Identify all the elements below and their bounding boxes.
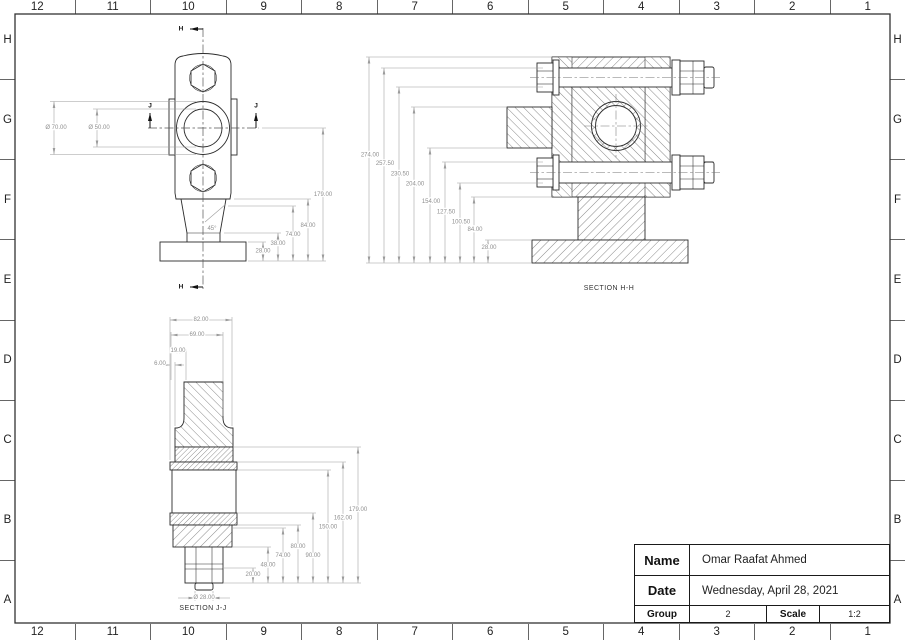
grid-label: G [0,79,15,159]
grid-label: F [890,159,905,239]
dimension-label: 28.00 [481,245,497,251]
dimension-label: Ø 28.00 [193,595,215,601]
grid-label: 2 [754,624,830,640]
dimension-label: 38.00 [270,241,286,247]
section-h-marker: H [179,284,184,291]
grid-label: 1 [829,624,905,640]
grid-label: D [0,319,15,400]
title-name-value: Omar Raafat Ahmed [689,545,889,575]
grid-label: 9 [225,0,302,14]
grid-label: G [890,79,905,159]
dimension-label: 45° [207,226,217,232]
dimension-label: 80.00 [290,544,306,550]
grid-label: C [890,399,905,480]
grid-label: 2 [754,0,830,14]
dimension-label: 6.00 [154,361,166,367]
title-date-value: Wednesday, April 28, 2021 [689,576,889,605]
dimension-label: 84.00 [300,223,316,229]
dimension-label: 230.50 [391,172,410,178]
dimension-label: 179.00 [349,507,368,513]
dimension-label: 150.00 [319,525,338,531]
section-hh-view: 274.00 257.50 230.50 204.00 154.00 127.5… [360,56,720,292]
title-date-label: Date [647,583,677,598]
grid-label: C [0,399,15,480]
title-block: Name Omar Raafat Ahmed Date Wednesday, A… [634,544,890,623]
dimension-label: 48.00 [260,563,276,569]
grid-label: 12 [30,626,44,638]
grid-label: 9 [225,624,302,640]
dimension-label: 19.00 [170,348,186,354]
grid-label: 11 [74,624,151,640]
dimension-label: Ø 70.00 [45,125,67,131]
title-scale-value: 1:2 [819,606,889,622]
grid-label: E [890,239,905,319]
dimension-label: 28.00 [255,249,271,255]
title-group-value: 2 [689,606,766,622]
dimension-label: 84.00 [467,227,483,233]
grid-label: 11 [74,0,151,14]
grid-label: B [890,479,905,560]
section-h-marker: H [179,26,184,33]
dimension-label: 154.00 [422,199,441,205]
grid-label: E [0,239,15,319]
dimension-label: 74.00 [285,232,301,238]
grid-label: 7 [376,624,453,640]
title-name-label: Name [644,552,680,568]
front-view: H H J J Ø 70.00 Ø 50.00 45° [44,26,334,291]
grid-label: 1 [829,0,905,14]
sheet-frame [14,13,891,624]
grid-label: 12 [30,1,44,13]
grid-label: A [890,559,905,640]
grid-label: A [0,559,15,640]
dimension-label: 90.00 [305,553,321,559]
dimension-label: 69.00 [189,332,205,338]
title-scale-label: Scale [766,606,819,622]
grid-label: F [0,159,15,239]
dimension-label: Ø 50.00 [88,125,110,131]
grid-label: 5 [527,0,604,14]
dimension-label: 74.00 [275,553,291,559]
grid-label: 5 [527,624,604,640]
dimension-label: 257.50 [376,161,395,167]
grid-label: 6 [452,0,528,14]
grid-label: 8 [301,624,377,640]
dimension-label: 100.50 [452,220,471,226]
grid-label: 7 [376,0,453,14]
grid-label: 10 [150,624,226,640]
grid-label: 4 [603,624,679,640]
section-jj-title: SECTION J-J [179,605,226,612]
dimension-label: 274.00 [361,153,380,159]
grid-label: H [893,33,902,46]
grid-label: 10 [150,0,226,14]
grid-label: 3 [678,624,755,640]
dimension-label: 179.00 [314,192,333,198]
dimension-label: 20.00 [245,572,261,578]
grid-label: H [3,33,12,46]
section-jj-view: 82.00 69.00 19.00 6.00 179.00 162.00 [153,316,369,612]
dimension-label: 127.50 [437,210,456,216]
grid-label: 4 [603,0,679,14]
section-hh-title: SECTION H-H [584,285,634,292]
grid-label: 6 [452,624,528,640]
grid-label: B [0,479,15,560]
dimension-label: 162.00 [334,516,353,522]
grid-label: D [890,319,905,400]
section-j-marker: J [148,103,152,110]
title-group-label: Group [647,608,677,620]
section-j-marker: J [254,103,258,110]
dimension-label: 82.00 [193,317,209,323]
dimension-label: 204.00 [406,182,425,188]
grid-label: 8 [301,0,377,14]
grid-label: 3 [678,0,755,14]
